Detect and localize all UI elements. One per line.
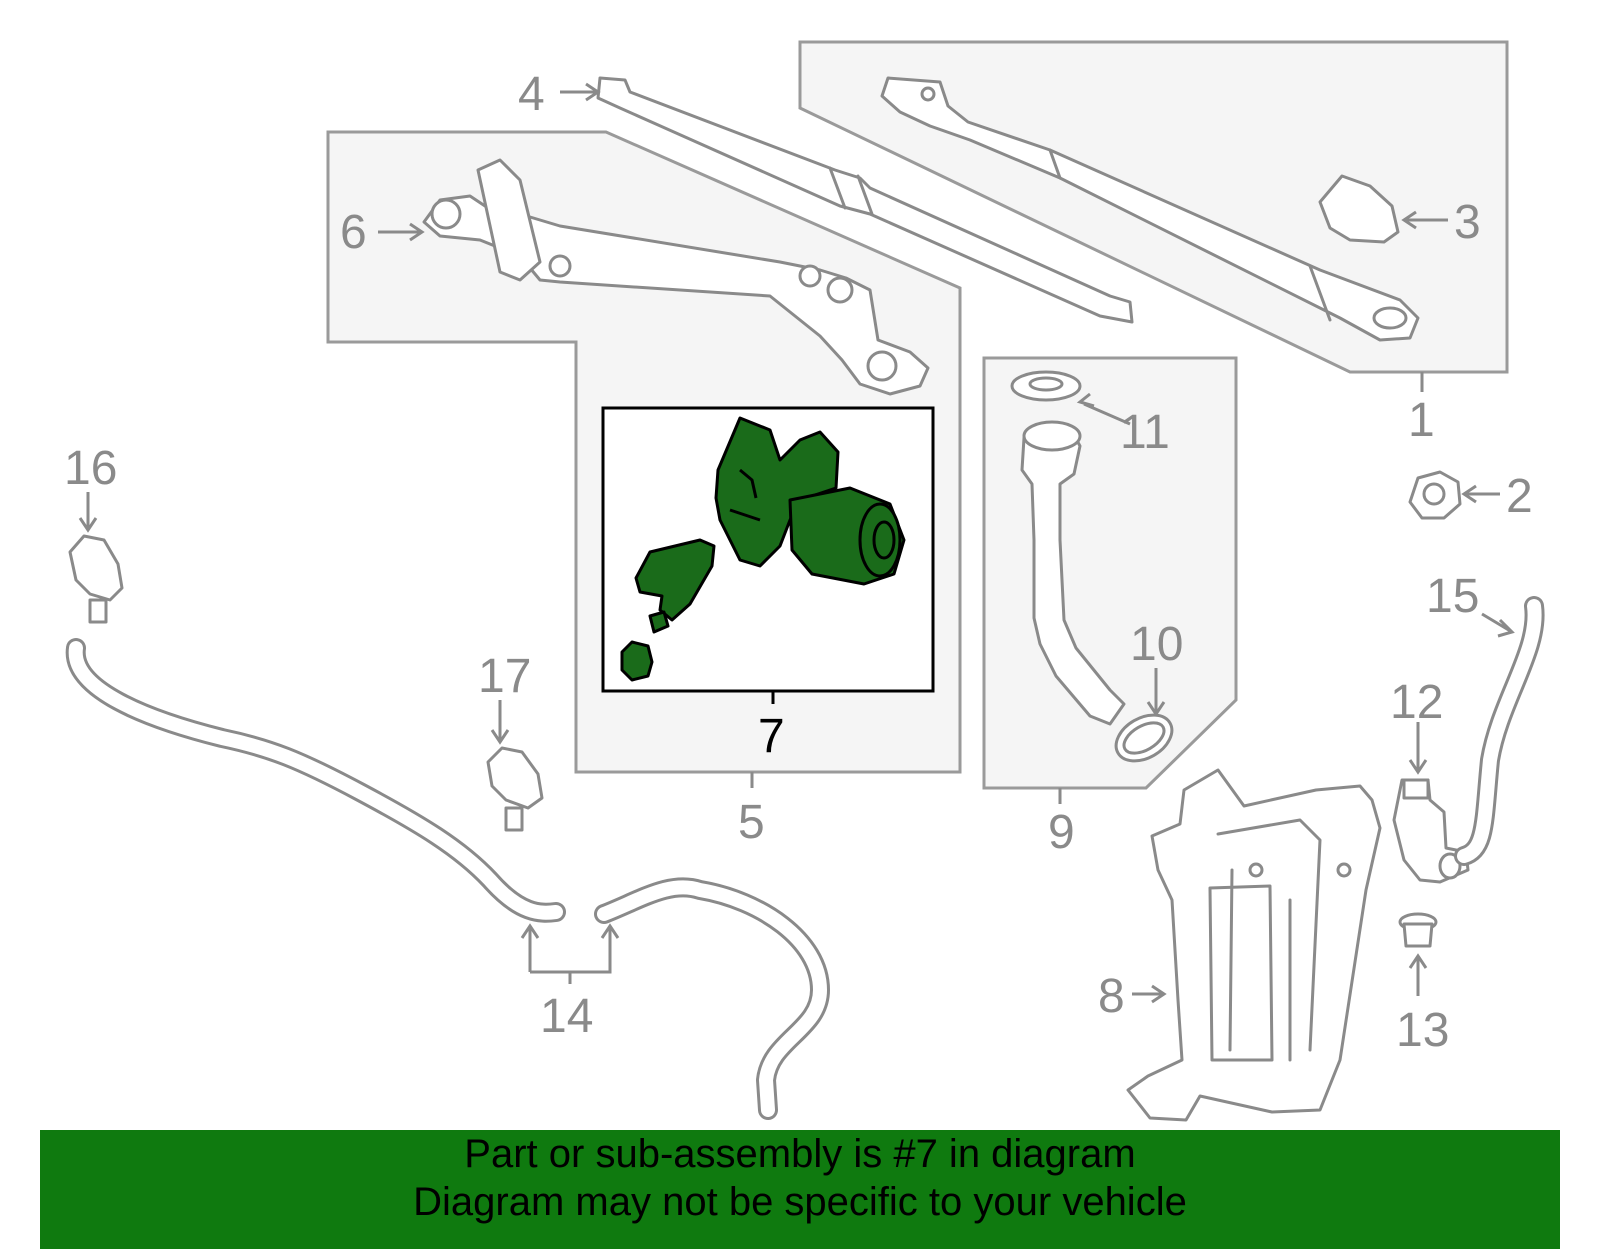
callout-12: 12	[1390, 676, 1443, 729]
grommet-13	[1398, 912, 1438, 948]
callout-7: 7	[758, 710, 785, 763]
wiper-motor-7	[620, 416, 906, 682]
filler-neck-9	[1020, 420, 1126, 726]
wiper-linkage-6	[422, 158, 930, 396]
nut-hole	[1422, 482, 1446, 506]
leader-lines	[78, 82, 1515, 1004]
callout-13: 13	[1396, 1004, 1449, 1057]
callout-4: 4	[518, 68, 545, 121]
callout-9: 9	[1048, 806, 1075, 859]
wiper-arm-1	[880, 76, 1420, 342]
callout-8: 8	[1098, 970, 1125, 1023]
callout-2: 2	[1506, 470, 1533, 523]
banner-line-1: Part or sub-assembly is #7 in diagram	[464, 1132, 1136, 1176]
washer-nozzle-16	[68, 534, 124, 624]
filler-cap-11	[1010, 370, 1082, 402]
o-ring-10	[1114, 713, 1174, 763]
wiper-arm-4	[596, 76, 1134, 324]
callout-14: 14	[540, 990, 593, 1043]
callout-16: 16	[64, 442, 117, 495]
wiper-cap-3	[1318, 174, 1400, 244]
callout-11: 11	[1120, 406, 1170, 459]
banner-line-2: Diagram may not be specific to your vehi…	[413, 1180, 1187, 1224]
callout-10: 10	[1130, 618, 1183, 671]
washer-hose-14	[65, 638, 830, 1120]
washer-pump-12	[1392, 778, 1470, 884]
callout-6: 6	[340, 206, 367, 259]
callout-1: 1	[1408, 394, 1435, 447]
callout-15: 15	[1426, 570, 1479, 623]
callout-3: 3	[1454, 196, 1481, 249]
washer-reservoir-8	[1126, 768, 1382, 1122]
callout-5: 5	[738, 796, 765, 849]
washer-hose-15	[1454, 596, 1545, 866]
info-banner: Part or sub-assembly is #7 in diagram Di…	[40, 1130, 1560, 1249]
callout-17: 17	[478, 650, 531, 703]
washer-nozzle-17	[486, 746, 544, 832]
